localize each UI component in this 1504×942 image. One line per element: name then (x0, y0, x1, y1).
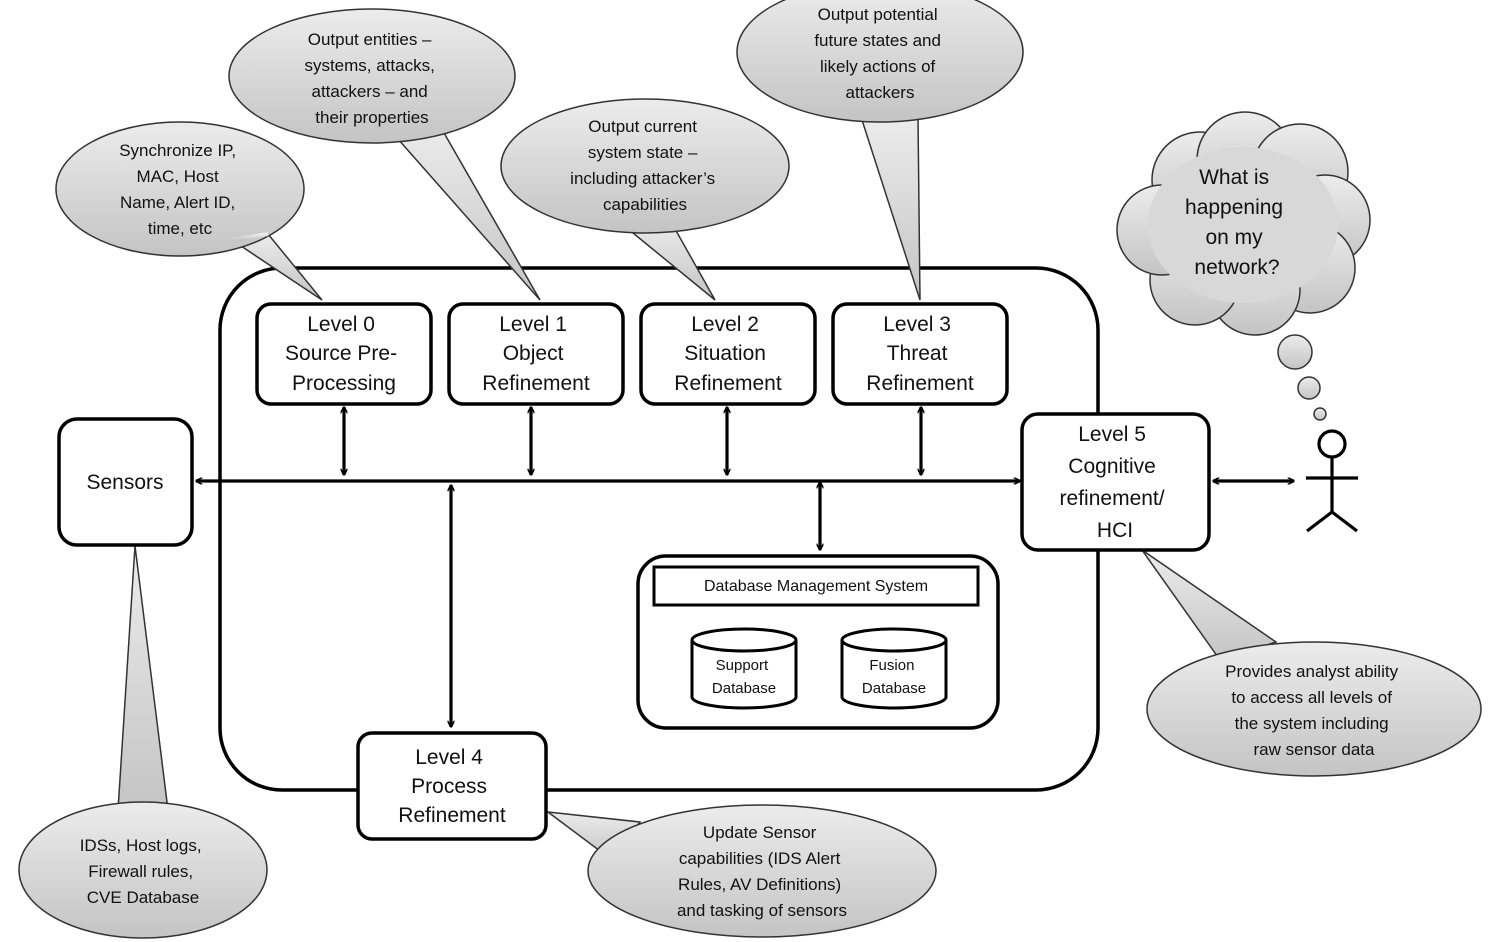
level1-line: Object (503, 342, 564, 365)
callout-level0-line: time, etc (148, 219, 213, 238)
callout-level1-line: systems, attacks, (304, 56, 434, 75)
svg-text:Level 4 Process Re: Level 4 Process Refinement (398, 746, 506, 827)
level4-line: Level 4 (415, 746, 483, 769)
svg-text:Provides analyst ability: Provides analyst ability to access all l… (1225, 662, 1403, 759)
svg-text:IDSs, Host logs, Firewal: IDSs, Host logs, Firewall rules, CVE Dat… (80, 836, 207, 907)
support-db-line: Support (716, 657, 769, 674)
callout-level1-line: Output entities – (308, 30, 432, 49)
callout-level0-line: MAC, Host (137, 167, 219, 186)
callout-level2-line: system state – (588, 143, 698, 162)
callout-level0-line: Name, Alert ID, (120, 193, 235, 212)
svg-text:Output potential future: Output potential future states and likel… (814, 5, 945, 102)
level3-box: Level 3 Threat Refinement (831, 302, 1009, 406)
callout-level3-line: future states and (814, 31, 941, 50)
callout-level5-line: raw sensor data (1254, 740, 1375, 759)
callout-level4-line: and tasking of sensors (677, 901, 847, 920)
callout-level1-line: attackers – and (312, 82, 428, 101)
fusion-db-line: Database (862, 680, 926, 697)
callout-level1: Output entities – systems, attacks, atta… (228, 8, 541, 301)
callout-sensors-line: Firewall rules, (88, 862, 193, 881)
svg-text:Fusion Database: Fusion Database (862, 657, 926, 697)
thought-line: What is (1199, 166, 1269, 189)
callout-level0-line: Synchronize IP, (119, 141, 236, 160)
dbms-title-bar (652, 565, 980, 607)
thought-line: on my (1205, 226, 1263, 249)
svg-text:Level 3 Threat Ref: Level 3 Threat Refinement (866, 313, 974, 395)
callout-level3-line: likely actions of (820, 57, 936, 76)
svg-text:Level 0 Source Pre-: Level 0 Source Pre- Processing (285, 313, 403, 395)
callout-level2: Output current system state – including … (500, 98, 790, 301)
callout-level3-line: Output potential (818, 5, 938, 24)
callout-level1-line: their properties (315, 108, 428, 127)
thought-line: happening (1185, 196, 1283, 219)
level4-line: Refinement (398, 804, 506, 827)
svg-text:Update Sensor capabiliti: Update Sensor capabilities (IDS Alert Ru… (677, 823, 847, 920)
callout-level5-line: Provides analyst ability (1225, 662, 1398, 681)
level3-line: Level 3 (883, 313, 951, 336)
fusion-db-line: Fusion (869, 657, 914, 674)
level4-line: Process (411, 775, 487, 798)
callout-level4: Update Sensor capabilities (IDS Alert Ru… (545, 804, 937, 938)
support-database-cylinder: Support Database (690, 627, 798, 710)
thought-line: network? (1194, 256, 1279, 279)
level5-line: HCI (1097, 519, 1133, 542)
svg-text:What is happening: What is happening on my network? (1185, 166, 1289, 279)
analyst-stick-figure-icon (1306, 429, 1358, 533)
callout-level2-line: Output current (588, 117, 697, 136)
svg-text:Output entities – system: Output entities – systems, attacks, atta… (304, 30, 439, 127)
callout-level4-line: Rules, AV Definitions) (678, 875, 841, 894)
svg-text:Synchronize IP, MAC, Hos: Synchronize IP, MAC, Host Name, Alert ID… (119, 141, 241, 238)
level0-line: Source Pre- (285, 342, 397, 365)
level0-line: Processing (292, 372, 396, 395)
level2-line: Refinement (674, 372, 782, 395)
callout-sensors-line: IDSs, Host logs, (80, 836, 202, 855)
level4-box: Level 4 Process Refinement (356, 731, 548, 841)
callout-level0: Synchronize IP, MAC, Host Name, Alert ID… (55, 121, 323, 301)
svg-text:Output current system st: Output current system state – including … (570, 117, 720, 214)
callout-level4-line: capabilities (IDS Alert (679, 849, 841, 868)
level5-box: Level 5 Cognitive refinement/ HCI (1020, 412, 1211, 552)
level2-box: Level 2 Situation Refinement (639, 302, 817, 406)
dbms-title: Database Management System (704, 578, 928, 595)
callout-level3-line: attackers (846, 83, 915, 102)
dbms-box: Database Management System Support Datab… (636, 554, 1000, 730)
level5-line: refinement/ (1060, 487, 1165, 510)
callout-level5: Provides analyst ability to access all l… (1141, 549, 1482, 777)
level5-line: Level 5 (1078, 423, 1146, 446)
level0-line: Level 0 (307, 313, 375, 336)
connectors (196, 407, 1294, 727)
svg-text:Level 5 Cognitive: Level 5 Cognitive refinement/ HCI (1060, 423, 1171, 542)
level1-line: Level 1 (499, 313, 567, 336)
level5-line: Cognitive (1068, 455, 1156, 478)
level1-line: Refinement (482, 372, 590, 395)
callout-level2-line: including attacker’s (570, 169, 715, 188)
fusion-database-cylinder: Fusion Database (840, 627, 948, 710)
thought-cloud: What is happening on my network? (1116, 111, 1371, 421)
level0-box: Level 0 Source Pre- Processing (255, 302, 433, 406)
support-db-line: Database (712, 680, 776, 697)
svg-text:Level 2 Situation: Level 2 Situation Refinement (674, 313, 782, 395)
callout-sensors: IDSs, Host logs, Firewall rules, CVE Dat… (18, 545, 268, 939)
level3-line: Refinement (866, 372, 974, 395)
svg-text:Support Database: Support Database (712, 657, 776, 697)
callout-level5-line: the system including (1235, 714, 1389, 733)
sensors-label: Sensors (86, 471, 163, 494)
level2-line: Situation (684, 342, 766, 365)
callout-level4-line: Update Sensor (703, 823, 817, 842)
callout-level5-line: to access all levels of (1231, 688, 1392, 707)
callout-level3: Output potential future states and likel… (736, 0, 1024, 301)
callout-level2-line: capabilities (603, 195, 687, 214)
level1-box: Level 1 Object Refinement (447, 302, 625, 406)
level2-line: Level 2 (691, 313, 759, 336)
level3-line: Threat (887, 342, 948, 365)
svg-text:Level 1 Object Ref: Level 1 Object Refinement (482, 313, 590, 395)
callout-sensors-line: CVE Database (87, 888, 199, 907)
sensors-box: Sensors (57, 417, 194, 547)
